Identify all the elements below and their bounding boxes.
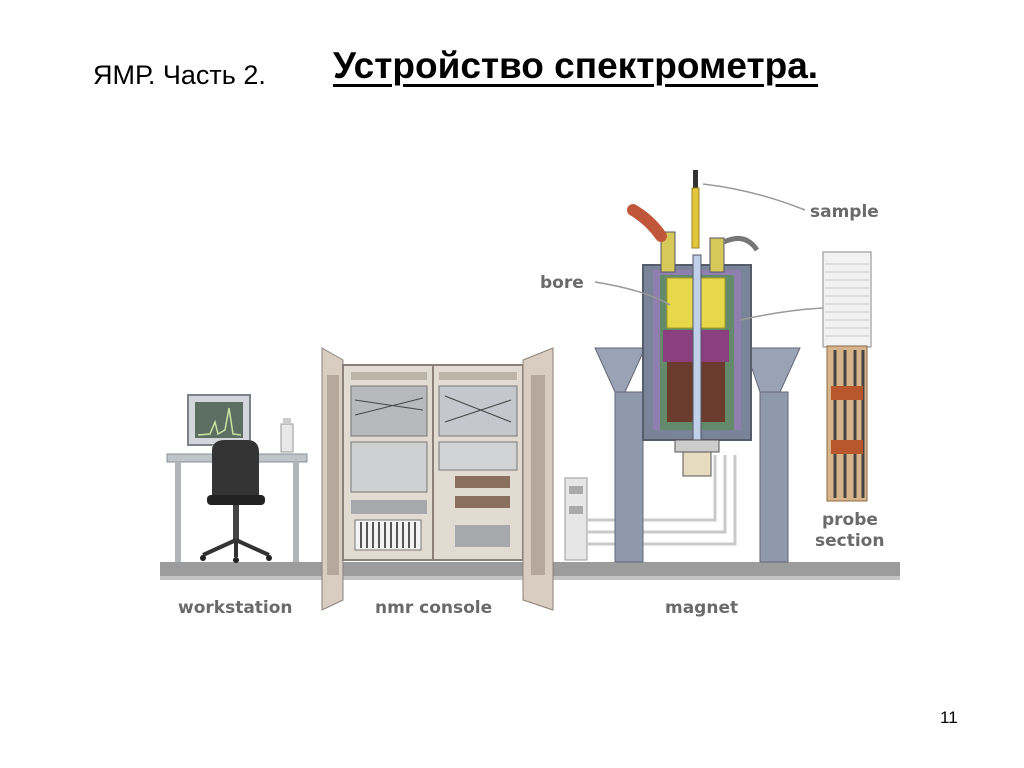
label-workstation: workstation	[178, 598, 293, 618]
sample-leader	[702, 183, 806, 211]
magnet-stand-left	[594, 347, 646, 563]
probe-section-detail	[822, 251, 872, 502]
spectrometer-diagram: sample bore probe section workstation nm…	[155, 160, 905, 630]
bore-leader	[594, 281, 671, 306]
nmr-console-right-door	[522, 347, 554, 611]
label-sample: sample	[810, 202, 879, 222]
lab-bottle	[280, 418, 294, 453]
nmr-console-left-door	[321, 347, 344, 611]
sample-tube	[691, 170, 700, 249]
diagram-graphics	[160, 170, 900, 611]
label-probe: probe	[822, 510, 878, 530]
label-section: section	[815, 531, 885, 551]
slide-title: ЯМР. Часть 2. Устройство спектрометра.	[0, 40, 1024, 110]
title-main: Устройство спектрометра.	[333, 45, 819, 86]
cables	[587, 455, 737, 546]
magnet-stand-right	[744, 347, 801, 563]
probe-base	[674, 439, 720, 477]
interface-box	[564, 477, 588, 561]
label-magnet: magnet	[665, 598, 739, 618]
probe-leader	[739, 307, 824, 321]
title-prefix: ЯМР. Часть 2.	[93, 60, 266, 90]
label-nmr-console: nmr console	[375, 598, 493, 618]
office-chair	[200, 440, 272, 563]
nmr-console-cabinet	[342, 364, 524, 561]
cryogen-hose	[627, 204, 760, 252]
label-bore: bore	[540, 273, 584, 293]
page-number: 11	[940, 708, 958, 727]
magnet-dewar	[642, 231, 752, 456]
